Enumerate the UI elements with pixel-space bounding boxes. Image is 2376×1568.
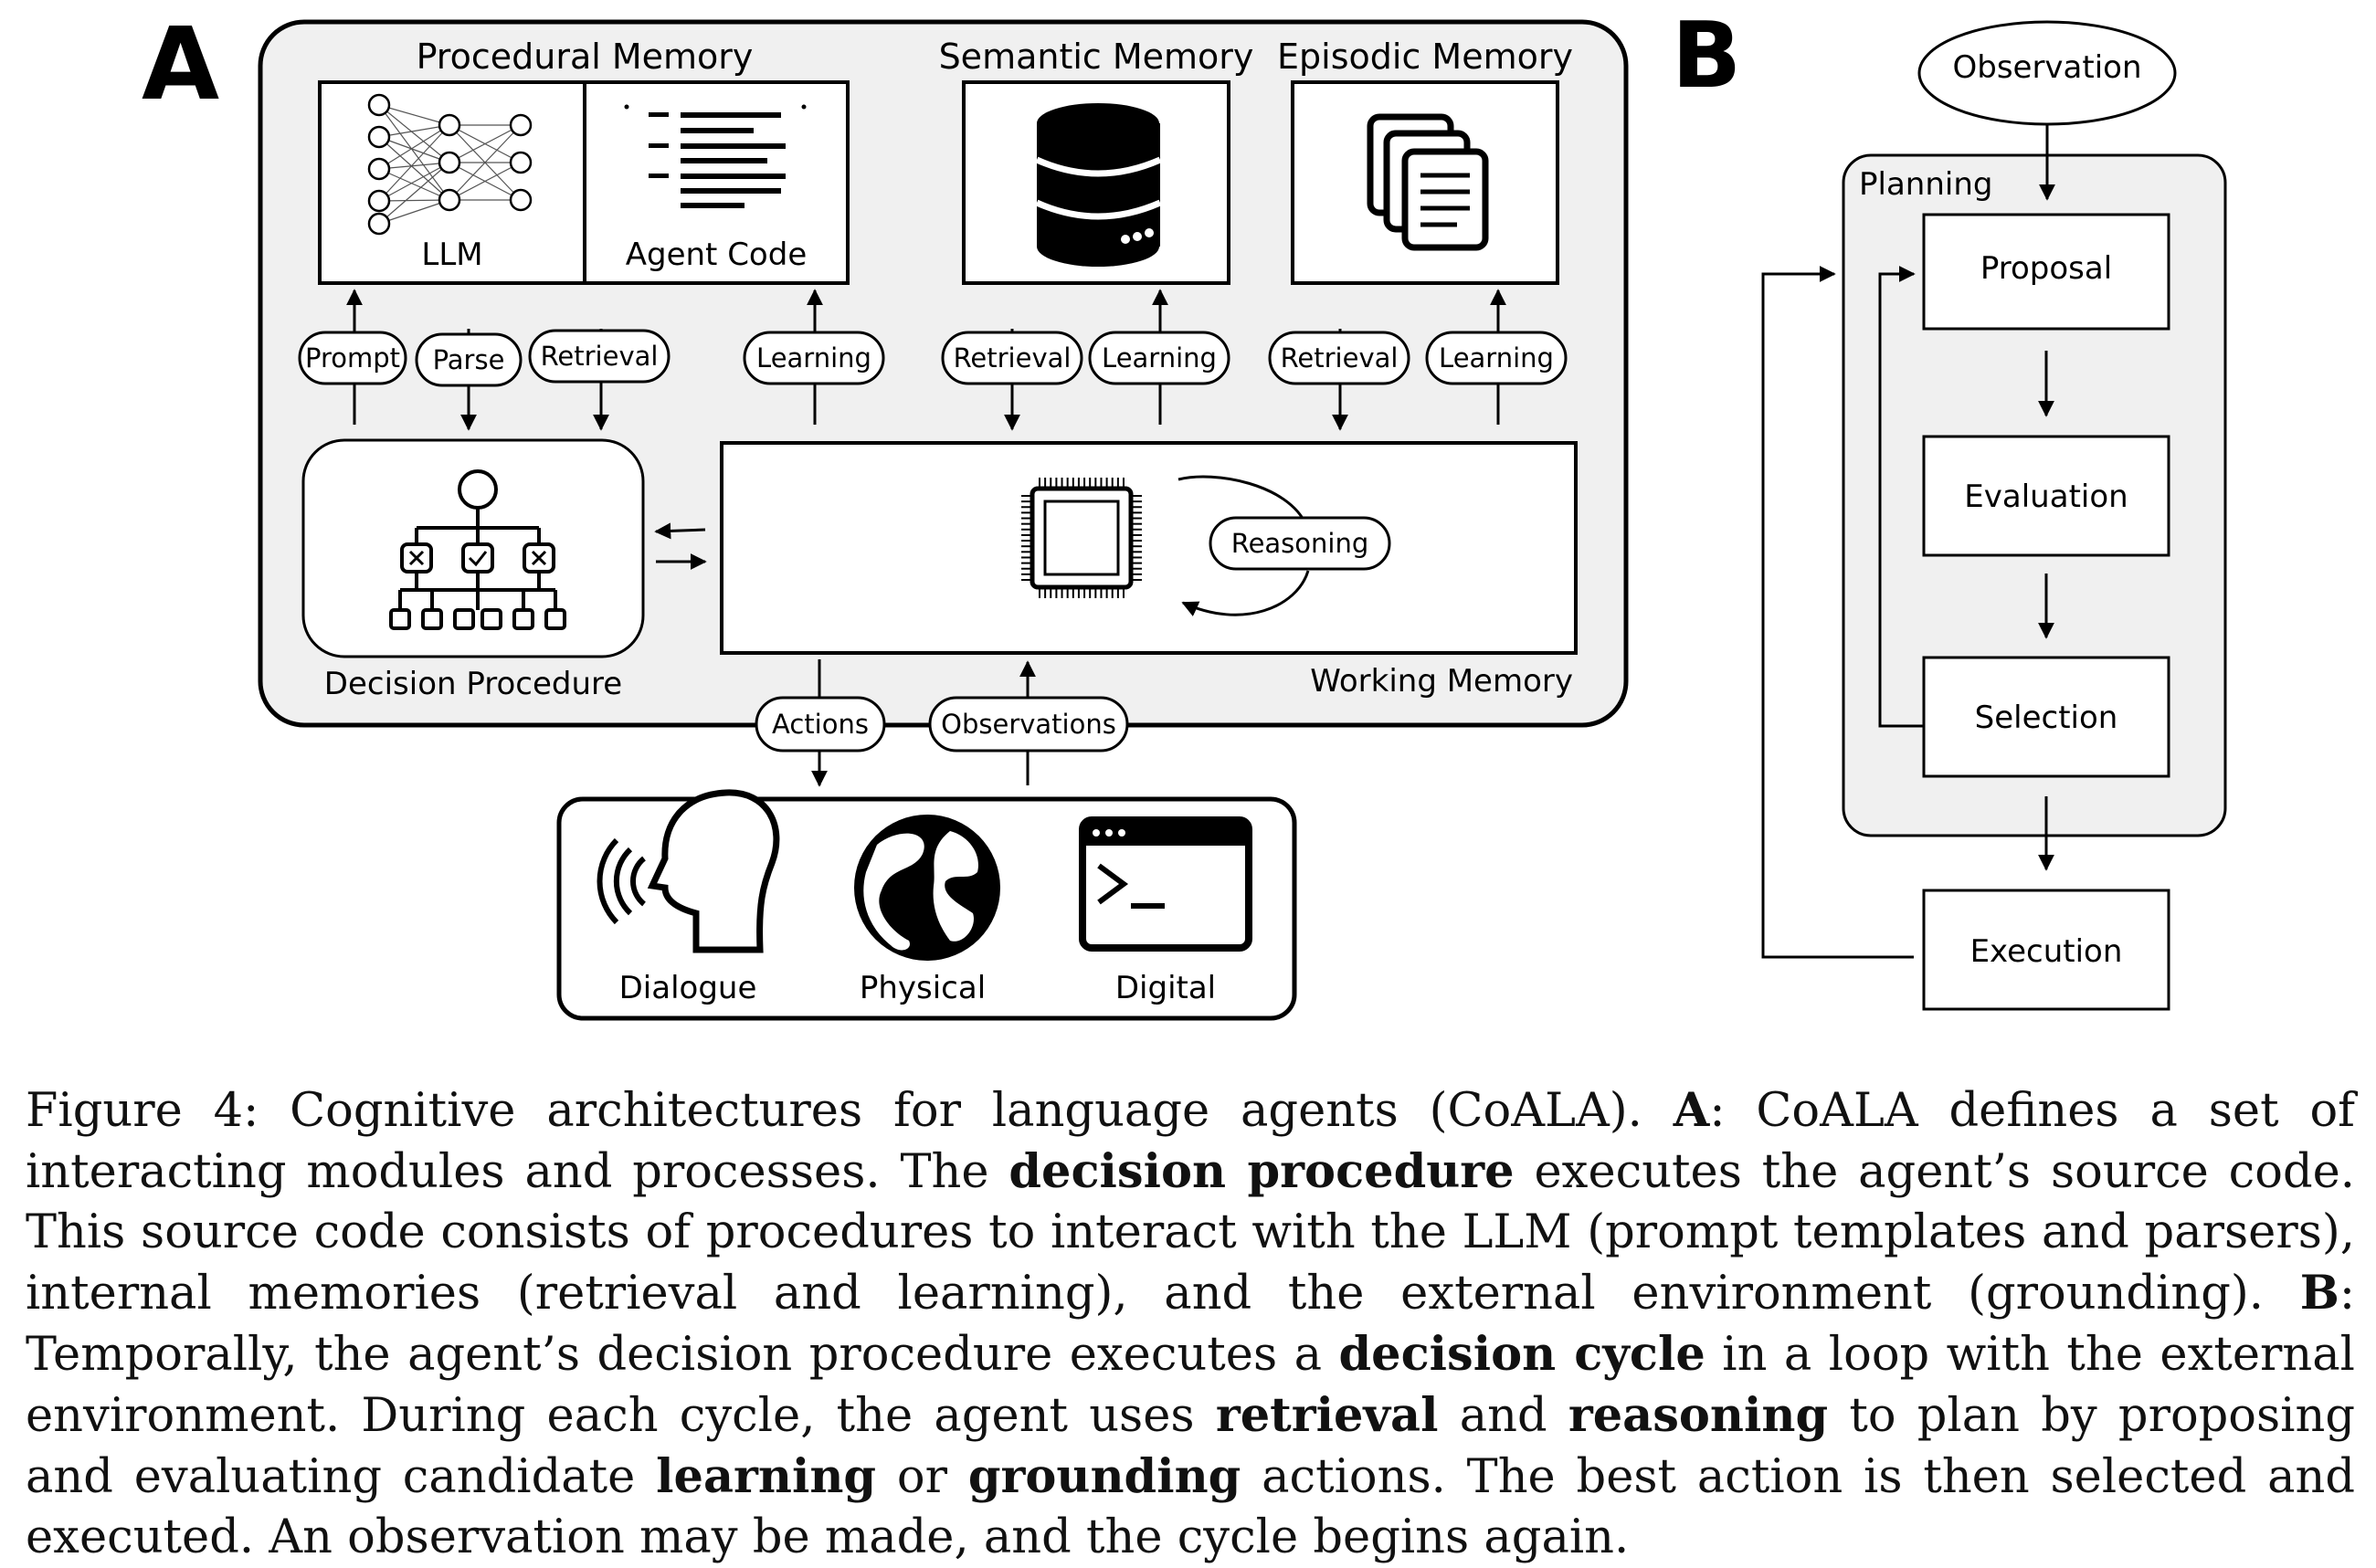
caption-term-decision-procedure: decision procedure <box>1008 1144 1515 1199</box>
selection-to-proposal-loop <box>1878 266 1924 728</box>
retrieval-pill-3: Retrieval <box>1268 331 1410 385</box>
learning-label-3: Learning <box>1439 342 1554 374</box>
semantic-memory-title: Semantic Memory <box>939 37 1254 77</box>
working-memory-box <box>720 441 1578 655</box>
retrieval-label-3: Retrieval <box>1281 342 1399 374</box>
neural-network-icon <box>367 93 533 236</box>
retrieval-label-2: Retrieval <box>954 342 1072 374</box>
panel-b-label: B <box>1672 2 1741 109</box>
caption-b-label: B <box>2299 1266 2339 1321</box>
dialogue-icon <box>597 789 780 953</box>
physical-label: Physical <box>860 970 986 1006</box>
documents-icon <box>1367 113 1489 251</box>
globe-icon <box>854 815 1000 961</box>
decision-tree-icon <box>389 469 566 630</box>
parse-label: Parse <box>433 344 505 375</box>
selection-label: Selection <box>1975 700 2118 736</box>
prompt-pill: Prompt <box>298 331 407 385</box>
learning-label-2: Learning <box>1102 342 1217 374</box>
planning-label: Planning <box>1859 166 1992 203</box>
dialogue-label: Dialogue <box>619 970 757 1006</box>
cpu-icon <box>1021 478 1142 598</box>
caption-term-retrieval: retrieval <box>1215 1388 1439 1443</box>
proposal-label: Proposal <box>1980 250 2112 287</box>
evaluation-box <box>1922 435 2170 557</box>
caption-term-decision-cycle: decision cycle <box>1338 1327 1705 1382</box>
procedural-memory-title: Procedural Memory <box>417 37 754 77</box>
retrieval-pill-2: Retrieval <box>941 331 1083 385</box>
observations-label: Observations <box>941 709 1116 740</box>
code-icon <box>624 104 807 208</box>
figure-caption: Figure 4: Cognitive architectures for la… <box>26 1080 2355 1568</box>
panel-a-label: A <box>142 5 219 122</box>
terminal-icon <box>1079 816 1252 952</box>
caption-term-reasoning: reasoning <box>1568 1388 1829 1443</box>
caption-term-learning: learning <box>656 1449 877 1504</box>
caption-a-label: A <box>1673 1083 1710 1138</box>
agent-code-label: Agent Code <box>626 237 808 273</box>
caption-sentence-2: : CoALA defines a set of interacting mod… <box>26 1084 2356 1199</box>
caption-sentence-4: : Temporally, the agent’s decision proce… <box>26 1267 2355 1382</box>
observations-pill: Observations <box>928 696 1129 752</box>
working-memory-label: Working Memory <box>1310 663 1573 700</box>
caption-sentence-3: executes the agent’s source code. This s… <box>26 1145 2355 1321</box>
reasoning-label: Reasoning <box>1231 528 1369 559</box>
database-icon <box>1035 103 1162 267</box>
decision-procedure-label: Decision Procedure <box>324 666 622 702</box>
selection-box <box>1922 656 2170 778</box>
evaluation-label: Evaluation <box>1964 479 2128 515</box>
episodic-memory-title: Episodic Memory <box>1277 37 1573 77</box>
caption-figure-label: Figure 4: <box>26 1084 259 1138</box>
wm-to-decision-arrow <box>654 522 706 540</box>
execution-to-planning-loop <box>1761 266 1914 959</box>
learning-label-1: Learning <box>756 342 871 374</box>
coala-diagram: A Procedural Memory Semantic Memory Epis… <box>142 2 2227 1021</box>
reasoning-loop-arrow-top <box>1177 475 1308 526</box>
digital-label: Digital <box>1115 970 1216 1006</box>
retrieval-pill-1: Retrieval <box>528 329 671 384</box>
caption-and: and <box>1459 1389 1547 1443</box>
reasoning-loop-arrow-bottom <box>1181 570 1310 616</box>
caption-sentence-1: Cognitive architectures for language age… <box>290 1084 1642 1138</box>
caption-sentence-5: in a loop with the external environment.… <box>26 1328 2355 1443</box>
caption-term-grounding: grounding <box>967 1449 1241 1504</box>
retrieval-label-1: Retrieval <box>541 341 659 372</box>
actions-label: Actions <box>772 709 869 740</box>
learning-pill-3: Learning <box>1425 331 1568 385</box>
learning-pill-1: Learning <box>743 331 885 385</box>
execution-box <box>1922 889 2170 1011</box>
caption-sentence-7: to plan by proposing and evaluating cand… <box>26 1389 2355 1504</box>
observation-label: Observation <box>1952 49 2141 86</box>
caption-or: or <box>896 1450 947 1504</box>
actions-pill: Actions <box>755 696 886 752</box>
parse-pill: Parse <box>415 332 523 387</box>
reasoning-pill: Reasoning <box>1209 516 1391 571</box>
llm-label: LLM <box>421 237 482 273</box>
proposal-box <box>1922 213 2170 331</box>
prompt-label: Prompt <box>305 342 400 374</box>
learning-pill-2: Learning <box>1088 331 1230 385</box>
execution-label: Execution <box>1970 933 2123 970</box>
